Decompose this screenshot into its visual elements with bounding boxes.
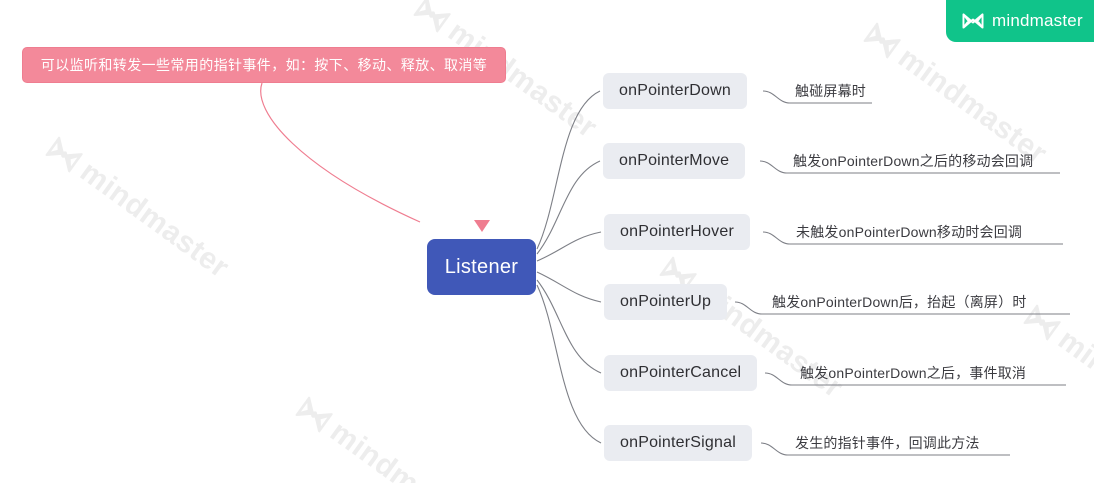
mindmaster-logo-icon	[1023, 304, 1061, 341]
leaf-desc-onpointersignal[interactable]: 发生的指针事件，回调此方法	[795, 435, 980, 451]
arrow-head-icon	[474, 220, 490, 232]
mindmaster-logo-icon	[295, 396, 333, 433]
brand-badge[interactable]: mindmaster	[946, 0, 1094, 42]
callout-arrow	[260, 82, 490, 232]
connector-root-to-branch-6	[536, 284, 602, 444]
branch-node-onpointercancel[interactable]: onPointerCancel	[604, 355, 758, 391]
connector-root-to-branch-1	[536, 90, 601, 250]
mindmaster-logo-icon	[962, 13, 984, 29]
mindmaster-logo-icon	[863, 22, 901, 59]
leaf-desc-onpointermove[interactable]: 触发onPointerDown之后的移动会回调	[793, 153, 1034, 169]
connector-root-to-branch-2	[536, 160, 601, 255]
leaf-desc-onpointerdown[interactable]: 触碰屏幕时	[795, 83, 866, 99]
branch-node-onpointerhover[interactable]: onPointerHover	[604, 214, 750, 250]
brand-name: mindmaster	[992, 11, 1083, 30]
watermark: mindmaster	[292, 392, 485, 483]
root-node-listener[interactable]: Listener	[427, 239, 536, 295]
branch-node-onpointersignal[interactable]: onPointerSignal	[604, 425, 752, 461]
callout-note[interactable]: 可以监听和转发一些常用的指针事件，如：按下、移动、释放、取消等	[22, 47, 506, 83]
leaf-desc-onpointerup[interactable]: 触发onPointerDown后，抬起（离屏）时	[772, 294, 1027, 310]
leaf-desc-onpointercancel[interactable]: 触发onPointerDown之后，事件取消	[800, 365, 1027, 381]
connector-root-to-branch-3	[536, 231, 602, 262]
watermark-text: mindmaster	[74, 154, 236, 285]
connector-root-to-branch-4	[536, 271, 602, 303]
watermark-text: mindmaster	[324, 414, 486, 483]
watermark-text: mindmaster	[1052, 322, 1094, 453]
branch-node-onpointerup[interactable]: onPointerUp	[604, 284, 728, 320]
connector-root-to-branch-5	[536, 279, 602, 374]
watermark: mindmaster	[1020, 300, 1094, 453]
watermark: mindmaster	[42, 132, 235, 285]
leaf-desc-onpointerhover[interactable]: 未触发onPointerDown移动时会回调	[796, 224, 1023, 240]
branch-node-onpointermove[interactable]: onPointerMove	[603, 143, 746, 179]
branch-node-onpointerdown[interactable]: onPointerDown	[603, 73, 747, 109]
mindmaster-logo-icon	[45, 136, 83, 173]
mindmaster-logo-icon	[413, 0, 451, 33]
